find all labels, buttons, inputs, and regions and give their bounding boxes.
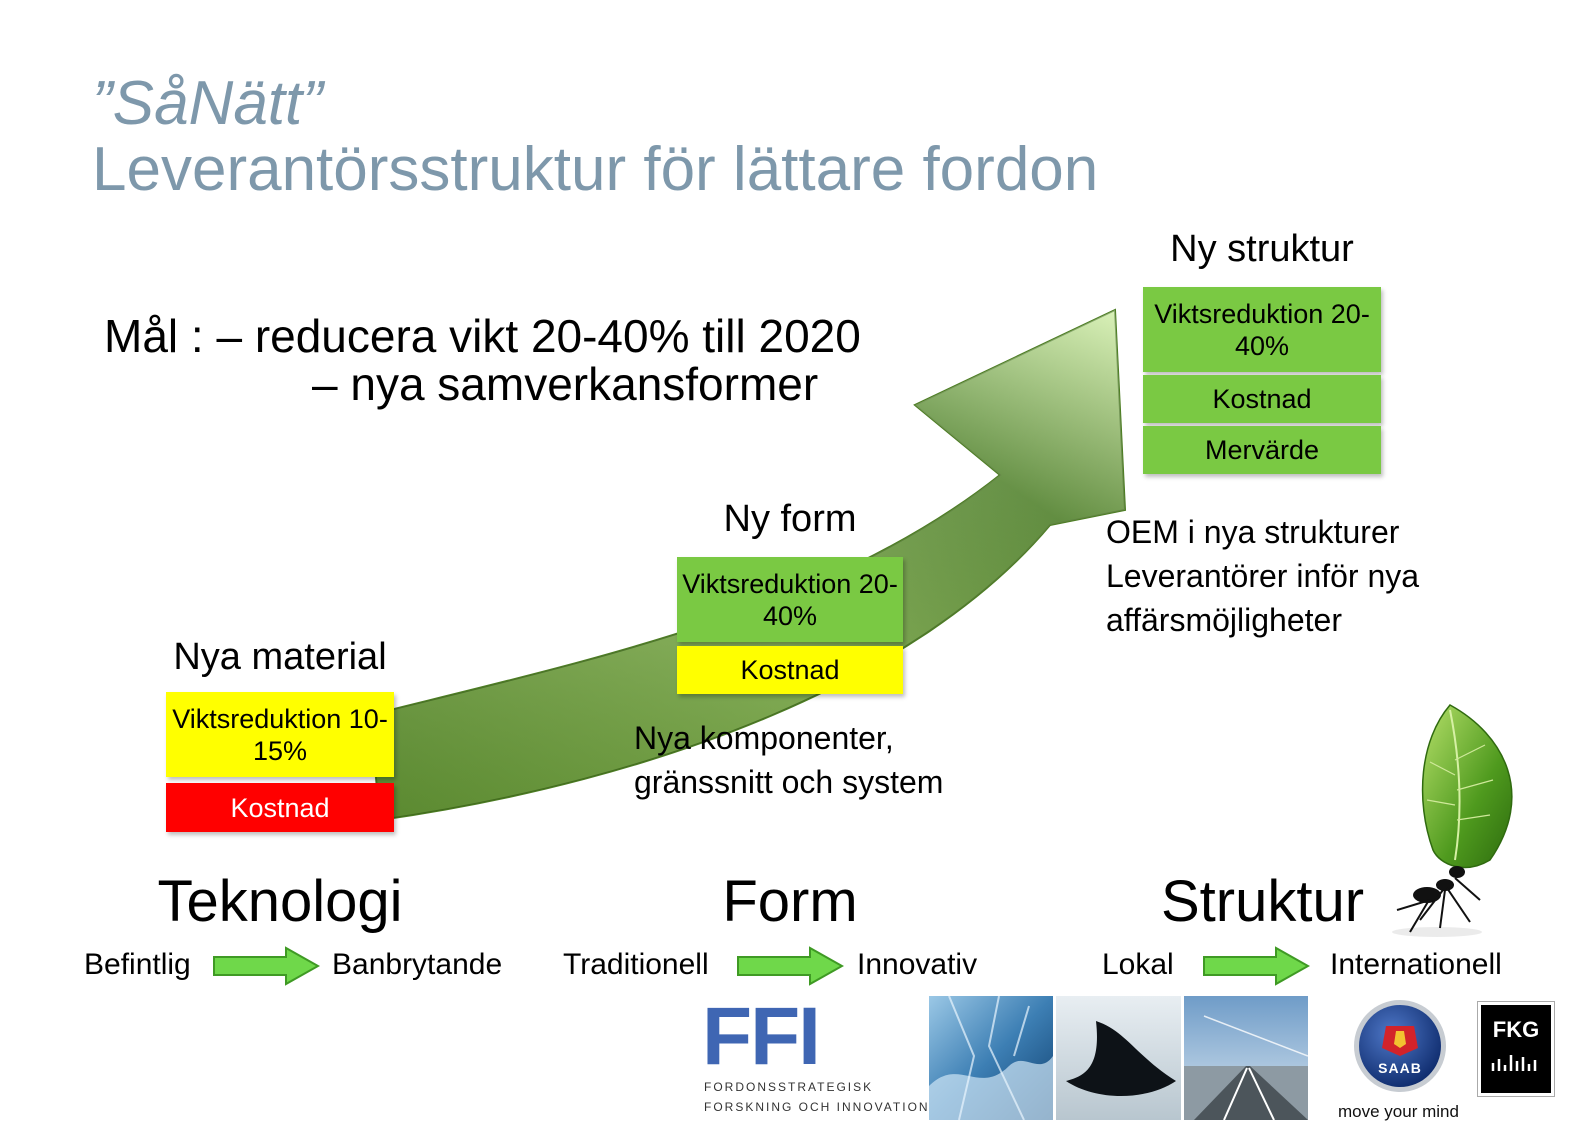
category-form-to: Innovativ	[857, 948, 978, 981]
category-form-from: Traditionell	[563, 948, 709, 981]
category-teknologi-from: Befintlig	[84, 948, 191, 981]
ice-photo-image	[929, 996, 1053, 1120]
stage-structure-note-line-2: Leverantörer inför nya	[1106, 558, 1420, 594]
stage-material-weight-box: Viktsreduktion 10-15%	[166, 692, 394, 777]
category-teknologi-to: Banbrytande	[332, 948, 503, 981]
saab-tagline: move your mind	[1338, 1102, 1459, 1121]
stage-material-cost-box: Kostnad	[166, 783, 394, 832]
goal-line-2: – nya samverkansformer	[312, 358, 819, 410]
ffi-logo-subtitle-2: Forskning och Innovation	[704, 1100, 930, 1114]
category-form-arrow-icon	[737, 946, 844, 986]
fkg-bars-icon	[1491, 1055, 1537, 1071]
goal-text: Mål : – reducera vikt 20-40% till 2020 –…	[104, 312, 861, 408]
fkg-logo: FKG	[1478, 1002, 1554, 1096]
ffi-logo: FFI Fordonsstrategisk Forskning och Inno…	[700, 996, 928, 1120]
big-growth-arrow	[368, 308, 1127, 822]
stage-structure-note-line-3: affärsmöjligheter	[1106, 602, 1342, 638]
saab-logo: SAAB move your mind	[1334, 996, 1469, 1121]
ffi-logo-subtitle-1: Fordonsstrategisk	[704, 1080, 874, 1094]
title-line-2: Leverantörsstruktur för lättare fordon	[92, 135, 1099, 204]
stage-form-note: Nya komponenter, gränssnitt och system	[634, 716, 943, 804]
fkg-logo-mark: FKG	[1492, 1017, 1540, 1042]
category-teknologi-arrow-icon	[213, 946, 320, 986]
ffi-logo-mark: FFI	[702, 991, 821, 1082]
stage-structure-note-line-1: OEM i nya strukturer	[1106, 514, 1400, 550]
goal-line-1: Mål : – reducera vikt 20-40% till 2020	[104, 310, 861, 362]
category-teknologi-title: Teknologi	[157, 869, 403, 934]
fin-shape-image	[1056, 996, 1181, 1120]
category-struktur-to: Internationell	[1330, 948, 1502, 981]
category-form-title: Form	[722, 869, 858, 934]
category-struktur-from: Lokal	[1102, 948, 1174, 981]
stage-form-note-line-1: Nya komponenter,	[634, 720, 894, 756]
category-struktur-title: Struktur	[1160, 869, 1365, 934]
stage-form-weight-box: Viktsreduktion 20-40%	[677, 557, 903, 642]
title-line-1: ”SåNätt”	[92, 69, 323, 138]
stage-form-heading: Ny form	[723, 498, 857, 540]
road-photo-image	[1184, 996, 1308, 1120]
stage-structure-weight-box: Viktsreduktion 20-40%	[1143, 287, 1381, 372]
category-struktur-arrow-icon	[1203, 946, 1310, 986]
stage-material-heading: Nya material	[173, 636, 387, 678]
saab-roundel-icon	[1354, 1000, 1446, 1092]
stage-structure-heading: Ny struktur	[1170, 228, 1354, 270]
leaf-ant-illustration	[1392, 704, 1513, 937]
saab-logo-mark: SAAB	[1378, 1060, 1422, 1076]
stage-structure-note: OEM i nya strukturer Leverantörer inför …	[1106, 510, 1419, 642]
stage-structure-cost-box: Kostnad	[1143, 375, 1381, 423]
stage-form-note-line-2: gränssnitt och system	[634, 764, 944, 800]
stage-form-cost-box: Kostnad	[677, 646, 903, 694]
stage-structure-value-box: Mervärde	[1143, 426, 1381, 474]
